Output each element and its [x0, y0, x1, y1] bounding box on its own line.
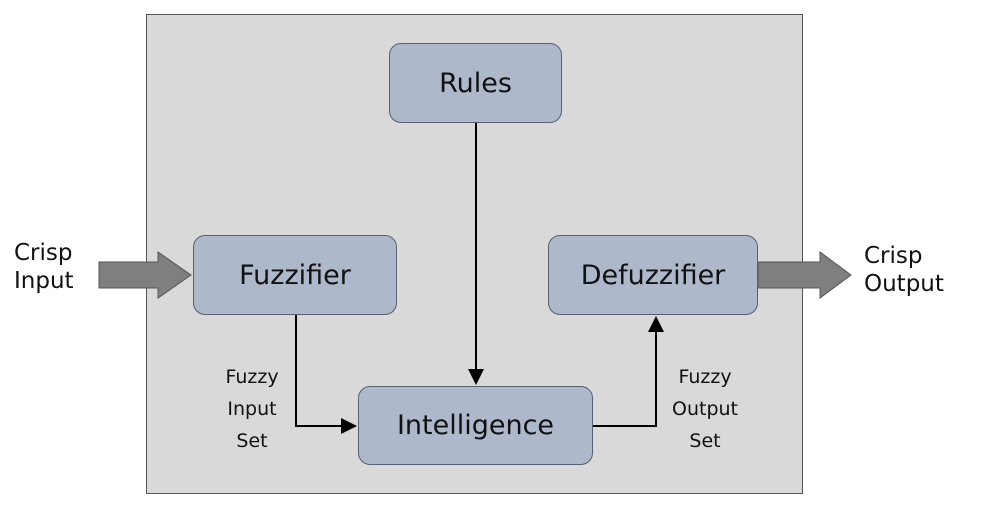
crisp-output-line-1: Crisp [864, 243, 923, 269]
fuzzy-input-line-3: Set [236, 430, 268, 452]
defuzzifier-label: Defuzzifier [580, 259, 726, 291]
crisp-input-line-2: Input [14, 267, 74, 294]
intelligence-label: Intelligence [396, 410, 555, 441]
fuzzy-output-line-3: Set [689, 430, 721, 452]
fuzzifier-to-intelligence-line [295, 315, 357, 434]
intelligence-node: Intelligence [358, 386, 593, 465]
intelligence-to-defuzzifier-line [593, 316, 664, 427]
crisp-output-arrow [757, 251, 852, 299]
crisp-output-label: Crisp Output [864, 243, 944, 298]
crisp-input-arrow [98, 251, 192, 299]
rules-label: Rules [439, 67, 512, 99]
fuzzifier-label: Fuzzifier [239, 259, 351, 291]
fuzzy-input-set-label: Fuzzy Input Set [210, 361, 294, 457]
fuzzy-input-line-1: Fuzzy [225, 366, 279, 388]
fuzzy-input-line-2: Input [227, 398, 277, 420]
defuzzifier-node: Defuzzifier [548, 235, 758, 315]
fuzzifier-node: Fuzzifier [193, 235, 397, 315]
fuzzy-output-line-2: Output [672, 398, 738, 420]
crisp-input-line-1: Crisp [14, 240, 73, 266]
crisp-output-line-2: Output [864, 270, 944, 297]
fuzzy-output-line-1: Fuzzy [678, 366, 732, 388]
crisp-input-label: Crisp Input [14, 240, 74, 295]
fuzzy-output-set-label: Fuzzy Output Set [660, 361, 750, 457]
rules-node: Rules [389, 43, 562, 123]
